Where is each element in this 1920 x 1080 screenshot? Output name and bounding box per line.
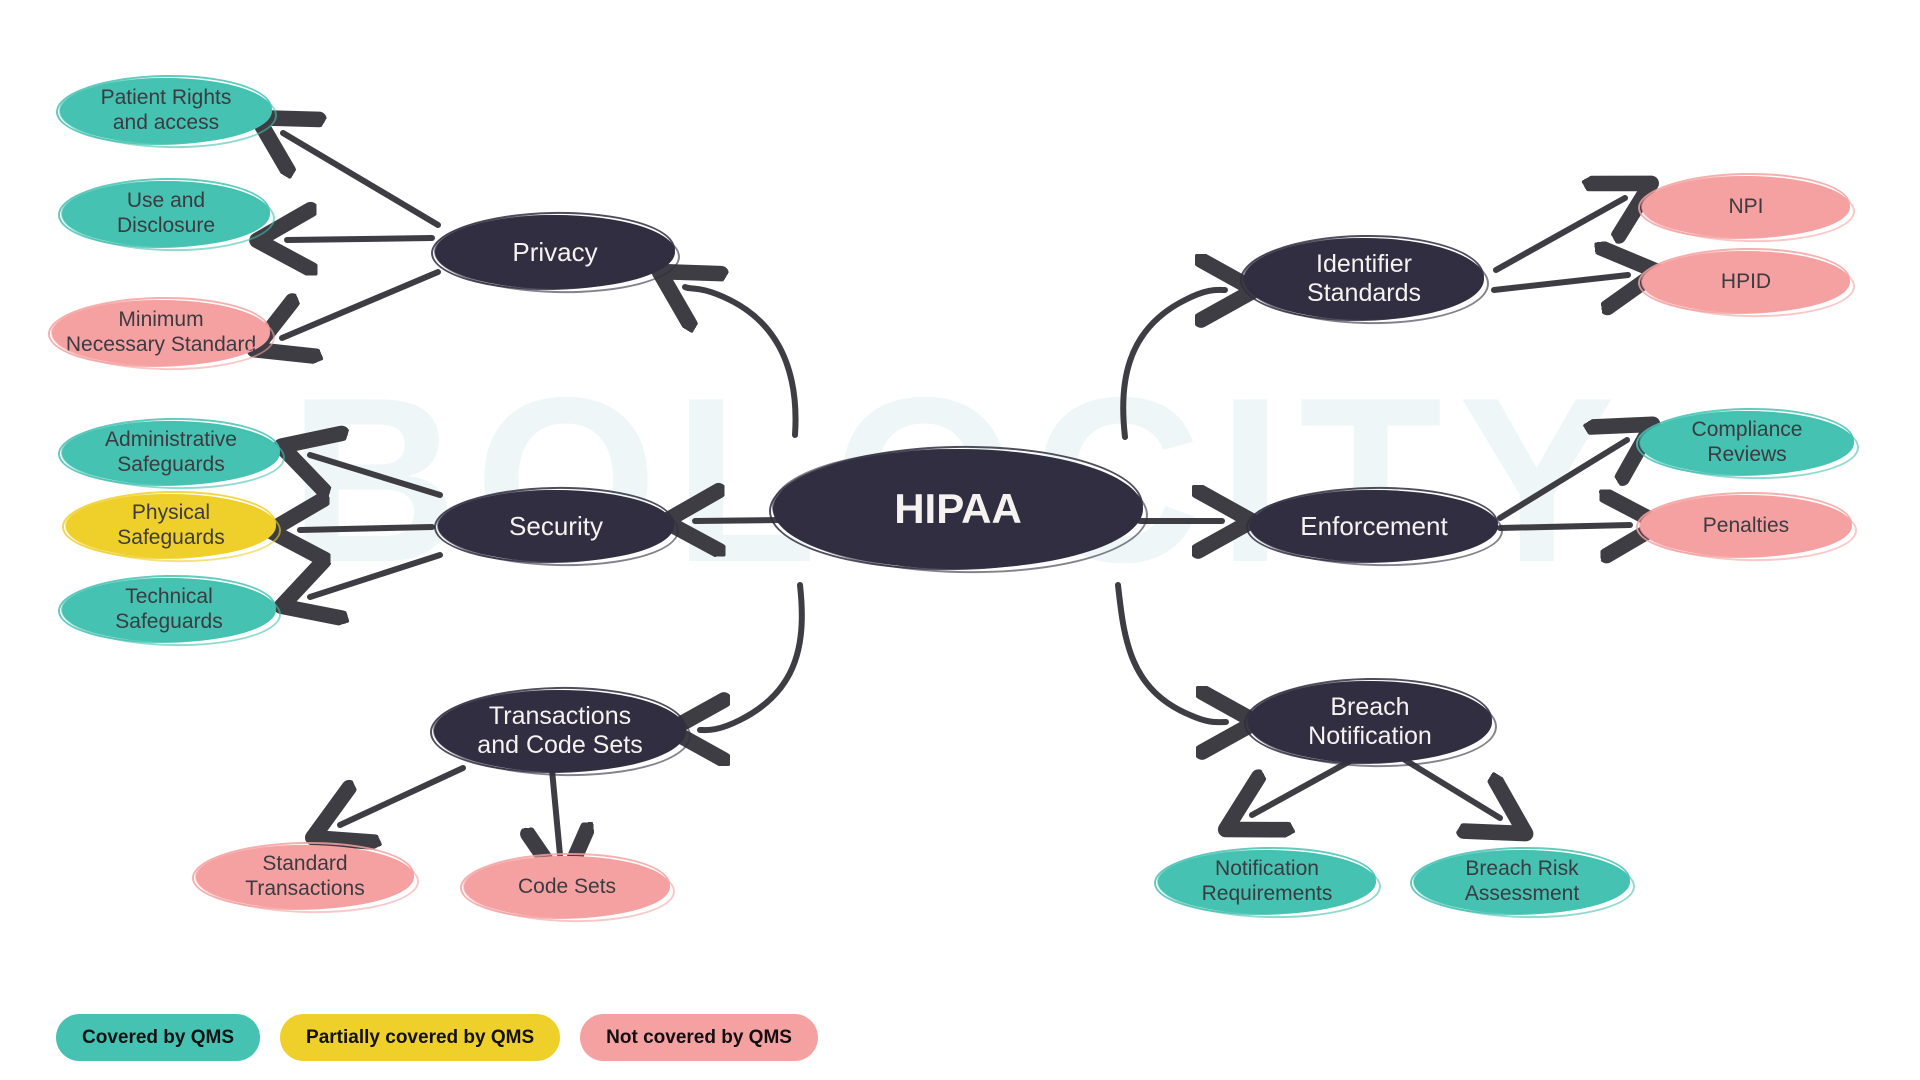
node-npi-label: NPI bbox=[1728, 194, 1764, 218]
node-penalties[interactable]: Penalties bbox=[1640, 495, 1852, 557]
node-administrative-safeguards-label: Administrative Safeguards bbox=[105, 428, 237, 476]
legend-item-partial[interactable]: Partially covered by QMS bbox=[280, 1014, 561, 1061]
node-hipaa[interactable]: HIPAA bbox=[773, 449, 1143, 569]
legend-item-covered-label: Covered by QMS bbox=[82, 1026, 235, 1048]
node-technical-safeguards-label: Technical Safeguards bbox=[115, 585, 223, 633]
node-administrative-safeguards[interactable]: Administrative Safeguards bbox=[62, 421, 280, 485]
node-standard-transactions[interactable]: Standard Transactions bbox=[196, 845, 414, 909]
node-patient-rights[interactable]: Patient Rights and access bbox=[60, 78, 272, 144]
node-penalties-label: Penalties bbox=[1702, 513, 1790, 537]
node-breach-risk-assessment-label: Breach Risk Assessment bbox=[1464, 857, 1580, 905]
node-hpid[interactable]: HPID bbox=[1642, 251, 1850, 313]
node-identifier-standards[interactable]: Identifier Standards bbox=[1244, 238, 1484, 320]
node-compliance-reviews[interactable]: Compliance Reviews bbox=[1640, 411, 1854, 475]
node-npi[interactable]: NPI bbox=[1642, 176, 1850, 238]
node-code-sets[interactable]: Code Sets bbox=[464, 856, 670, 918]
node-security[interactable]: Security bbox=[438, 490, 674, 562]
legend-item-not-covered-label: Not covered by QMS bbox=[606, 1026, 792, 1048]
legend-item-covered[interactable]: Covered by QMS bbox=[56, 1014, 261, 1061]
node-privacy-label: Privacy bbox=[512, 236, 598, 267]
node-notification-requirements[interactable]: Notification Requirements bbox=[1158, 850, 1376, 914]
node-breach-risk-assessment[interactable]: Breach Risk Assessment bbox=[1414, 850, 1630, 914]
node-technical-safeguards[interactable]: Technical Safeguards bbox=[62, 578, 276, 642]
node-notification-requirements-label: Notification Requirements bbox=[1201, 857, 1333, 905]
edge-breach-risk bbox=[1402, 757, 1500, 818]
node-compliance-reviews-label: Compliance Reviews bbox=[1691, 418, 1803, 466]
legend: Covered by QMS Partially covered by QMS … bbox=[56, 1014, 818, 1061]
edge-privacy-minimum-necessary bbox=[282, 269, 441, 338]
node-identifier-standards-label: Identifier Standards bbox=[1307, 249, 1421, 308]
node-minimum-necessary[interactable]: Minimum Necessary Standard bbox=[52, 300, 270, 366]
node-enforcement[interactable]: Enforcement bbox=[1250, 490, 1498, 562]
node-physical-safeguards-label: Physical Safeguards bbox=[117, 501, 225, 549]
edge-privacy-use-disclosure bbox=[287, 238, 435, 240]
node-hpid-label: HPID bbox=[1720, 269, 1772, 293]
edge-privacy-patient-rights bbox=[283, 133, 441, 228]
node-use-disclosure[interactable]: Use and Disclosure bbox=[62, 181, 270, 247]
node-use-disclosure-label: Use and Disclosure bbox=[116, 189, 216, 237]
node-standard-transactions-label: Standard Transactions bbox=[245, 852, 365, 900]
legend-item-partial-label: Partially covered by QMS bbox=[306, 1026, 535, 1048]
edge-identifier-hpid bbox=[1491, 275, 1628, 290]
node-privacy[interactable]: Privacy bbox=[435, 215, 675, 289]
edge-identifier-npi bbox=[1493, 198, 1625, 273]
edge-transactions-standard bbox=[340, 765, 466, 825]
node-transactions-and-code-sets[interactable]: Transactions and Code Sets bbox=[434, 690, 686, 772]
node-minimum-necessary-label: Minimum Necessary Standard bbox=[65, 308, 257, 356]
edge-transactions-code-sets bbox=[552, 767, 560, 855]
node-hipaa-label: HIPAA bbox=[894, 485, 1022, 533]
node-breach-notification-label: Breach Notification bbox=[1308, 692, 1432, 751]
node-patient-rights-label: Patient Rights and access bbox=[100, 86, 232, 134]
node-transactions-and-code-sets-label: Transactions and Code Sets bbox=[477, 701, 643, 760]
node-physical-safeguards[interactable]: Physical Safeguards bbox=[66, 494, 276, 558]
node-security-label: Security bbox=[509, 510, 603, 541]
legend-item-not-covered[interactable]: Not covered by QMS bbox=[580, 1014, 818, 1061]
edge-breach-notification-req bbox=[1252, 757, 1355, 815]
node-breach-notification[interactable]: Breach Notification bbox=[1248, 681, 1492, 763]
node-enforcement-label: Enforcement bbox=[1300, 510, 1448, 541]
node-code-sets-label: Code Sets bbox=[517, 874, 617, 898]
